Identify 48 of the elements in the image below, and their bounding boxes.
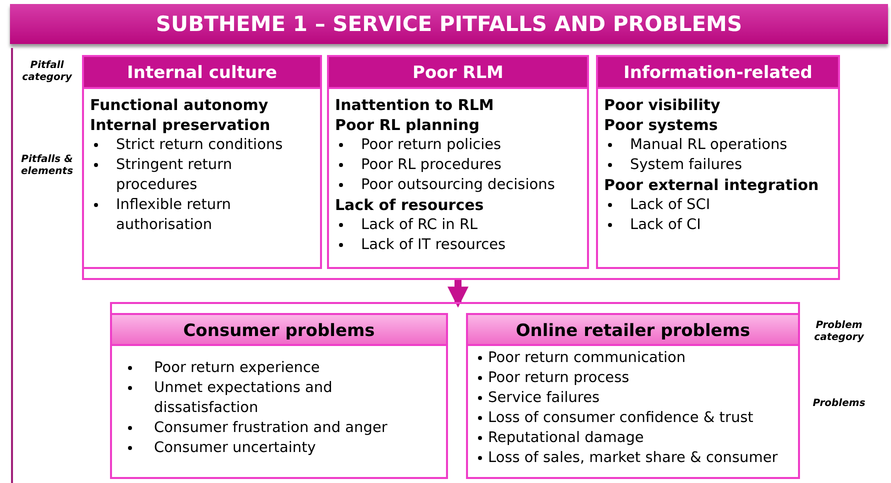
category-card [596, 55, 840, 269]
list-item: Loss of consumer confidence & trust [488, 409, 754, 428]
list-item: Lack of IT resources [361, 236, 506, 255]
list-item: Strict return conditions [116, 136, 283, 155]
title-banner: SUBTHEME 1 – SERVICE PITFALLS AND PROBLEMS [10, 4, 888, 44]
subheading: Functional autonomy [90, 95, 270, 115]
subheading: Inattention to RLM [335, 95, 495, 115]
list-item: Inflexible return authorisation [116, 196, 232, 235]
list-item: Lack of RC in RL [361, 216, 478, 235]
list-item: Poor return policies [361, 136, 502, 155]
list-item: Consumer uncertainty [154, 439, 316, 458]
list-item: Poor return experience [154, 359, 320, 378]
category-card [466, 313, 800, 479]
category-card [82, 55, 322, 269]
list-item: Manual RL operations [630, 136, 788, 155]
list-item: Poor return communication [488, 349, 686, 368]
category-heading: Information-related [596, 55, 840, 89]
list-item: Poor return process [488, 369, 630, 388]
list-item: Lack of SCI [630, 196, 710, 215]
side-label: Problems [812, 398, 866, 410]
side-label: Pitfall category [21, 60, 74, 84]
list-item: Lack of CI [630, 216, 701, 235]
list-item: Stringent return procedures [116, 156, 234, 195]
list-item: System failures [630, 156, 742, 175]
category-heading: Poor RLM [327, 55, 589, 89]
subheading: Poor systems [604, 115, 719, 135]
arrow [448, 280, 468, 308]
subheading: Lack of resources [335, 195, 485, 215]
list-item: Unmet expectations and dissatisfaction [154, 379, 334, 418]
subheading: Poor RL planning [335, 115, 480, 135]
category-card [327, 55, 589, 269]
subheading: Internal preservation [90, 115, 272, 135]
list-item: Poor RL procedures [361, 156, 502, 175]
category-heading: Internal culture [82, 55, 322, 89]
category-heading: Online retailer problems [466, 313, 800, 346]
side-label: Problem category [813, 320, 866, 344]
bracket [110, 302, 800, 313]
list-item: Consumer frustration and anger [154, 419, 388, 438]
list-item: Loss of sales, market share & consumer [488, 449, 778, 468]
list-item: Service failures [488, 389, 600, 408]
list-item: Poor outsourcing decisions [361, 176, 555, 195]
side-label: Pitfalls & elements [20, 154, 74, 178]
subheading: Poor visibility [604, 95, 722, 115]
bracket [82, 266, 840, 280]
category-heading: Consumer problems [110, 313, 448, 346]
list-item: Reputational damage [488, 429, 644, 448]
category-card [110, 313, 448, 479]
subheading: Poor external integration [604, 175, 820, 195]
